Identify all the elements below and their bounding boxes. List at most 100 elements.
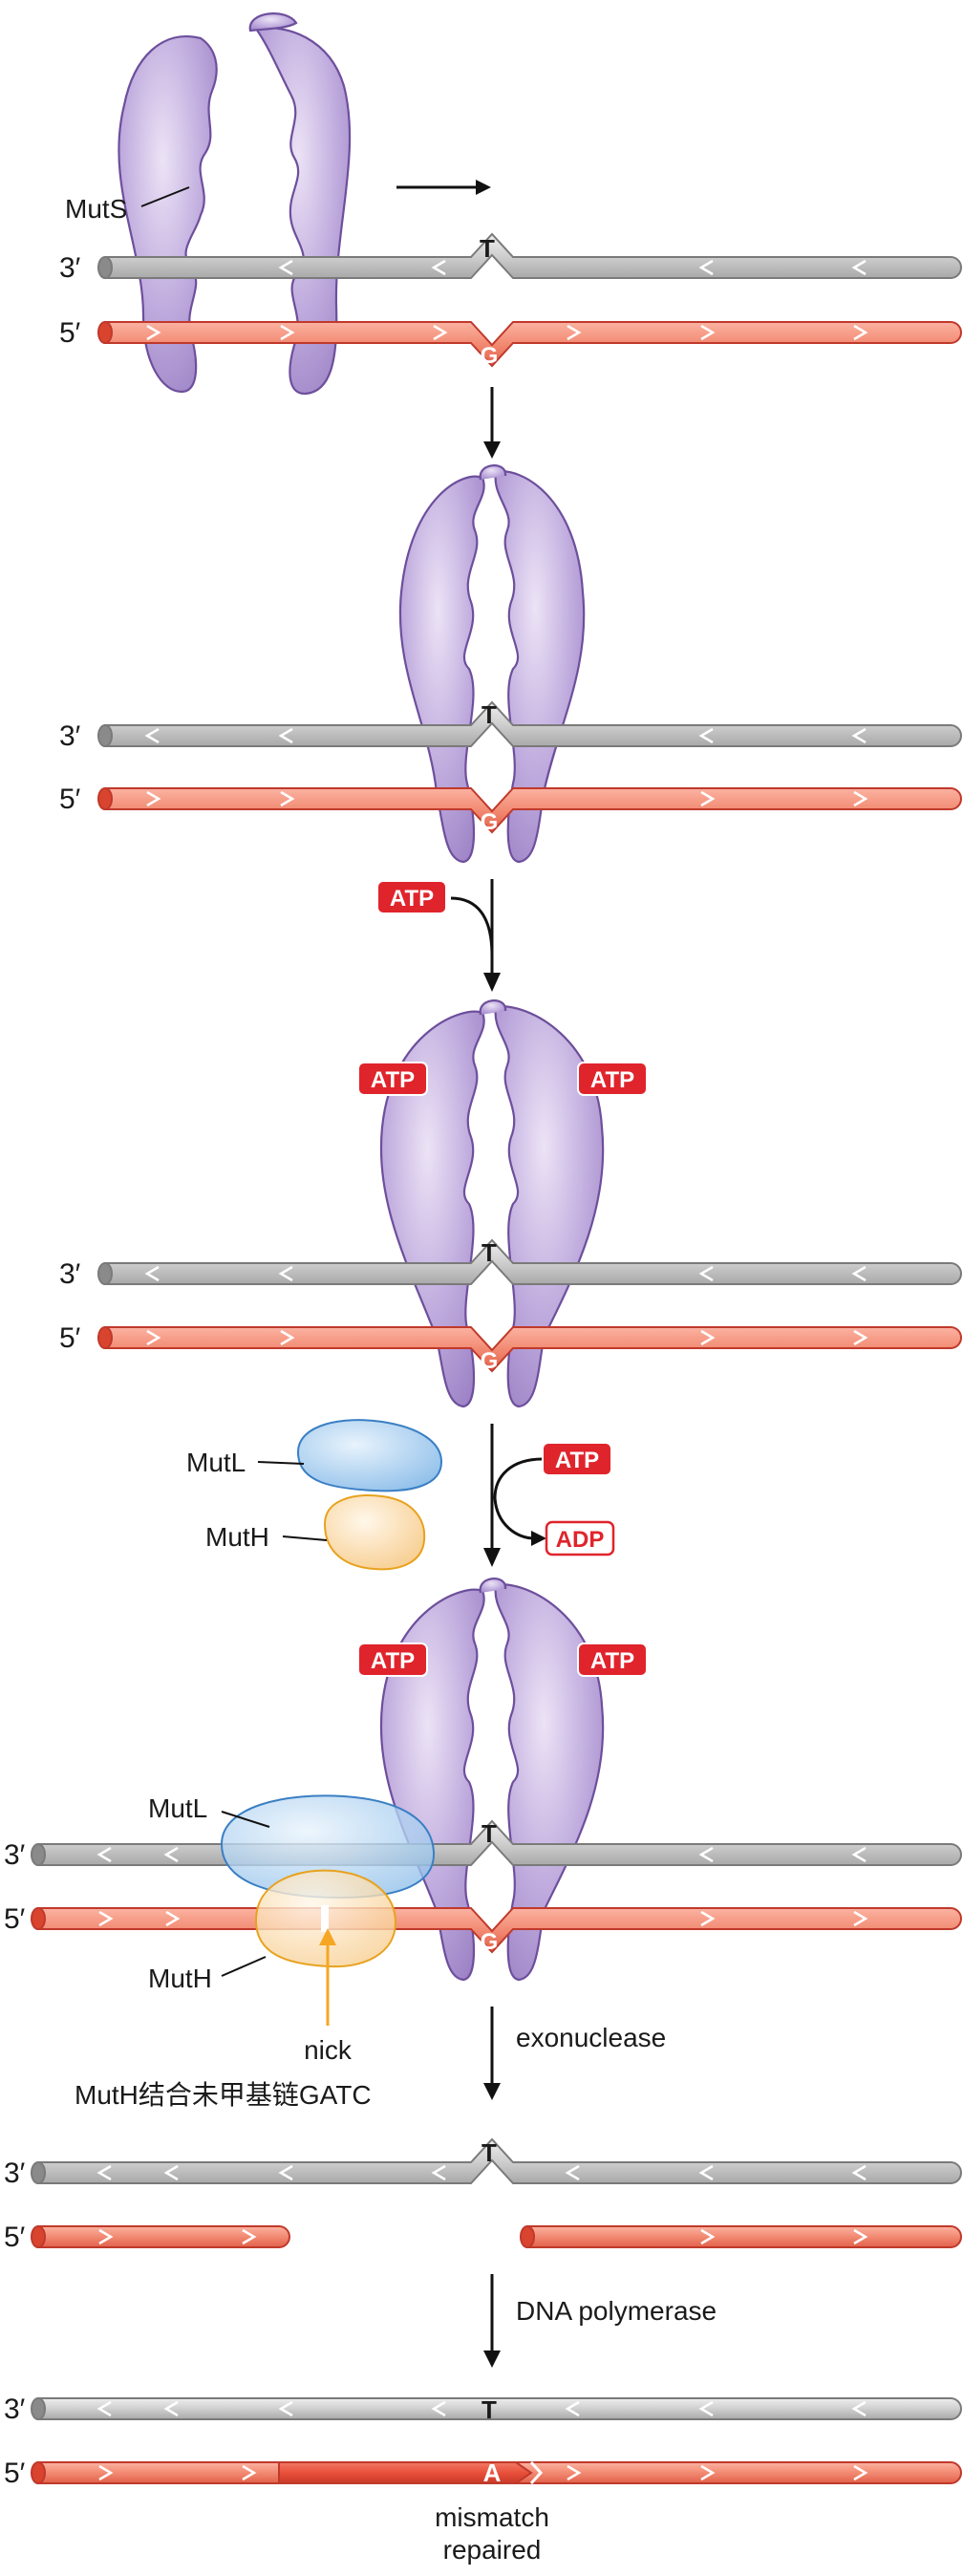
strand-end-3prime: 3′ [4,1839,26,1871]
strand-direction-chevron [698,259,714,276]
strand-end-cap [31,2161,46,2184]
strand-direction-chevron [853,1910,868,1927]
strand-direction-chevron [96,2164,112,2181]
strand-direction-chevron [851,2164,867,2181]
base-t-label: T [482,2138,497,2167]
muts-protein-step1 [118,12,352,396]
strand-direction-chevron [698,2164,714,2181]
strand-direction-chevron [700,1329,716,1346]
atp-badge-box [357,1642,428,1677]
strand-end-3prime: 3′ [4,2394,26,2425]
strand-end-3prime: 3′ [59,1258,81,1290]
strand-direction-chevron [431,259,446,276]
strand-direction-chevron [851,259,867,276]
red-strand-body [104,321,962,368]
strand-direction-chevron [165,1910,181,1927]
strand-direction-chevron [98,1910,114,1927]
label-dna-polymerase: DNA polymerase [516,2296,717,2326]
leader-mutl-bound [221,1811,270,1828]
atp-badge-label: ATP [590,1067,634,1093]
bottom-strand-step1 [97,321,962,368]
new-synthesis-segment [278,2461,533,2484]
strand-end-3prime: 3′ [59,252,81,284]
base-t-label: T [482,2395,497,2424]
atp-badge-hydrolysis: ATP [542,1442,612,1476]
strand-direction-chevron [853,2464,868,2481]
atp-badge-label: ATP [390,886,434,912]
strand-end-5prime: 5′ [59,317,81,349]
strand-direction-chevron [242,2464,257,2481]
strand-direction-chevron [851,1265,867,1282]
atp-badge-left: ATP [357,1062,428,1096]
strand-direction-chevron [278,2400,293,2417]
atp-curve [450,896,494,956]
top-strand-step6 [31,2397,962,2420]
adp-badge: ADP [545,1520,615,1556]
strand-direction-chevron [567,324,582,341]
gray-strand-body [37,2397,962,2420]
strand-direction-chevron [278,1265,293,1282]
strand-direction-chevron [853,324,868,341]
strand-direction-chevron [242,2228,257,2245]
label-exonuclease: exonuclease [516,2023,666,2052]
base-a-label: A [483,2458,502,2487]
strand-end-5prime: 5′ [59,1322,81,1354]
strand-direction-chevron [700,324,716,341]
base-g-label: G [481,343,499,369]
base-g-label: G [481,1929,499,1955]
muts-right-subunit [494,1005,605,1408]
red-strand-body [37,1907,962,1954]
leader-muts [140,186,190,207]
atp-badge-left: ATP [357,1642,428,1677]
label-muts: MutS [65,194,127,224]
strand-direction-chevron [280,324,295,341]
strand-direction-chevron [431,2164,446,2181]
atp-badge-label: ATP [371,1067,415,1093]
atp-badge-box [357,1062,428,1096]
strand-direction-chevron [700,2228,716,2245]
strand-direction-chevron [565,2164,580,2181]
adp-badge-label: ADP [556,1527,605,1553]
strand-end-5prime: 5′ [59,784,81,815]
base-g-label: G [481,809,499,835]
gray-strand-body [104,1238,962,1285]
gray-strand-body [104,232,962,279]
gray-strand-body [104,700,962,747]
label-mutl-bound: MutL [148,1793,207,1823]
label-nick: nick [304,2035,353,2065]
atp-badge-box [577,1642,648,1677]
muts-left-subunit [398,475,485,864]
atp-in-curve [493,1457,544,1499]
step-arrow-2-head [483,973,501,992]
label-muth-bound: MutH [148,1964,212,1993]
strand-end-5prime: 5′ [4,2222,26,2253]
strand-end-cap [97,724,113,747]
strand-direction-chevron [144,727,160,744]
strand-direction-chevron [700,1910,716,1927]
top-strand-step3 [97,1238,962,1285]
strand-direction-chevron [280,790,295,807]
red-strand-body [526,2225,962,2248]
movement-arrow-head [476,180,491,195]
atp-badge-box [376,880,447,914]
base-t-label: T [482,700,497,729]
muts-left-subunit [379,1010,485,1408]
strand-end-cap [31,2397,46,2420]
strand-end-cap [520,2225,535,2248]
strand-end-cap [97,321,113,344]
leader-muth [282,1535,328,1541]
nick-gap [321,1905,329,1932]
atp-badge-input: ATP [376,880,447,914]
bottom-strand-step3 [97,1326,962,1373]
step-arrow-4-head [483,2083,501,2100]
atp-badge-right: ATP [577,1642,648,1677]
strand-direction-chevron [163,1846,179,1863]
gray-strand-body [37,1819,962,1866]
strand-direction-chevron [853,1329,868,1346]
label-muth: MutH [205,1522,269,1552]
adp-out-head [531,1531,546,1546]
strand-direction-chevron [96,1846,112,1863]
muts-protein-step4 [379,1578,605,1982]
strand-end-cap [97,256,113,279]
atp-badge-label: ATP [555,1448,599,1473]
